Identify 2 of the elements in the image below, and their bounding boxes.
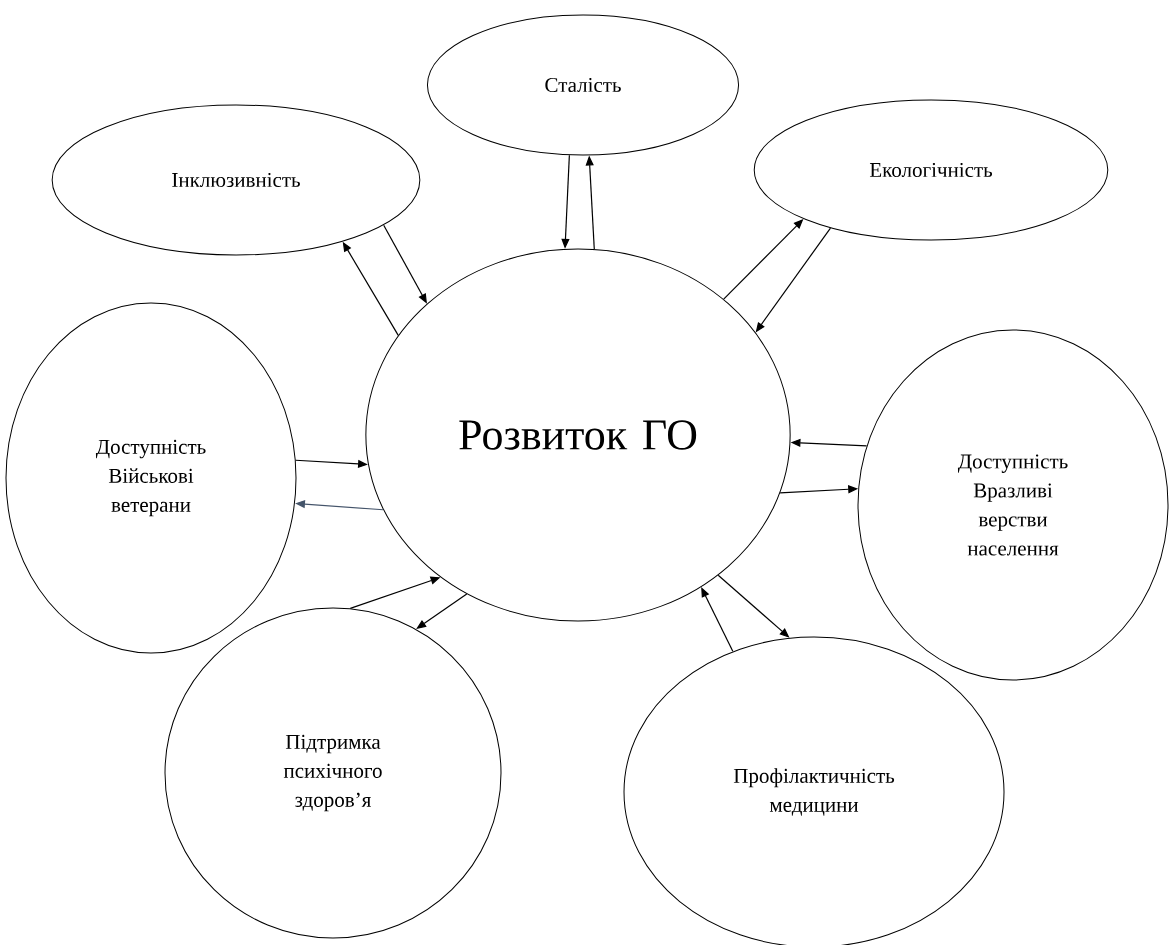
arrow bbox=[701, 587, 734, 652]
arrow bbox=[416, 593, 468, 629]
